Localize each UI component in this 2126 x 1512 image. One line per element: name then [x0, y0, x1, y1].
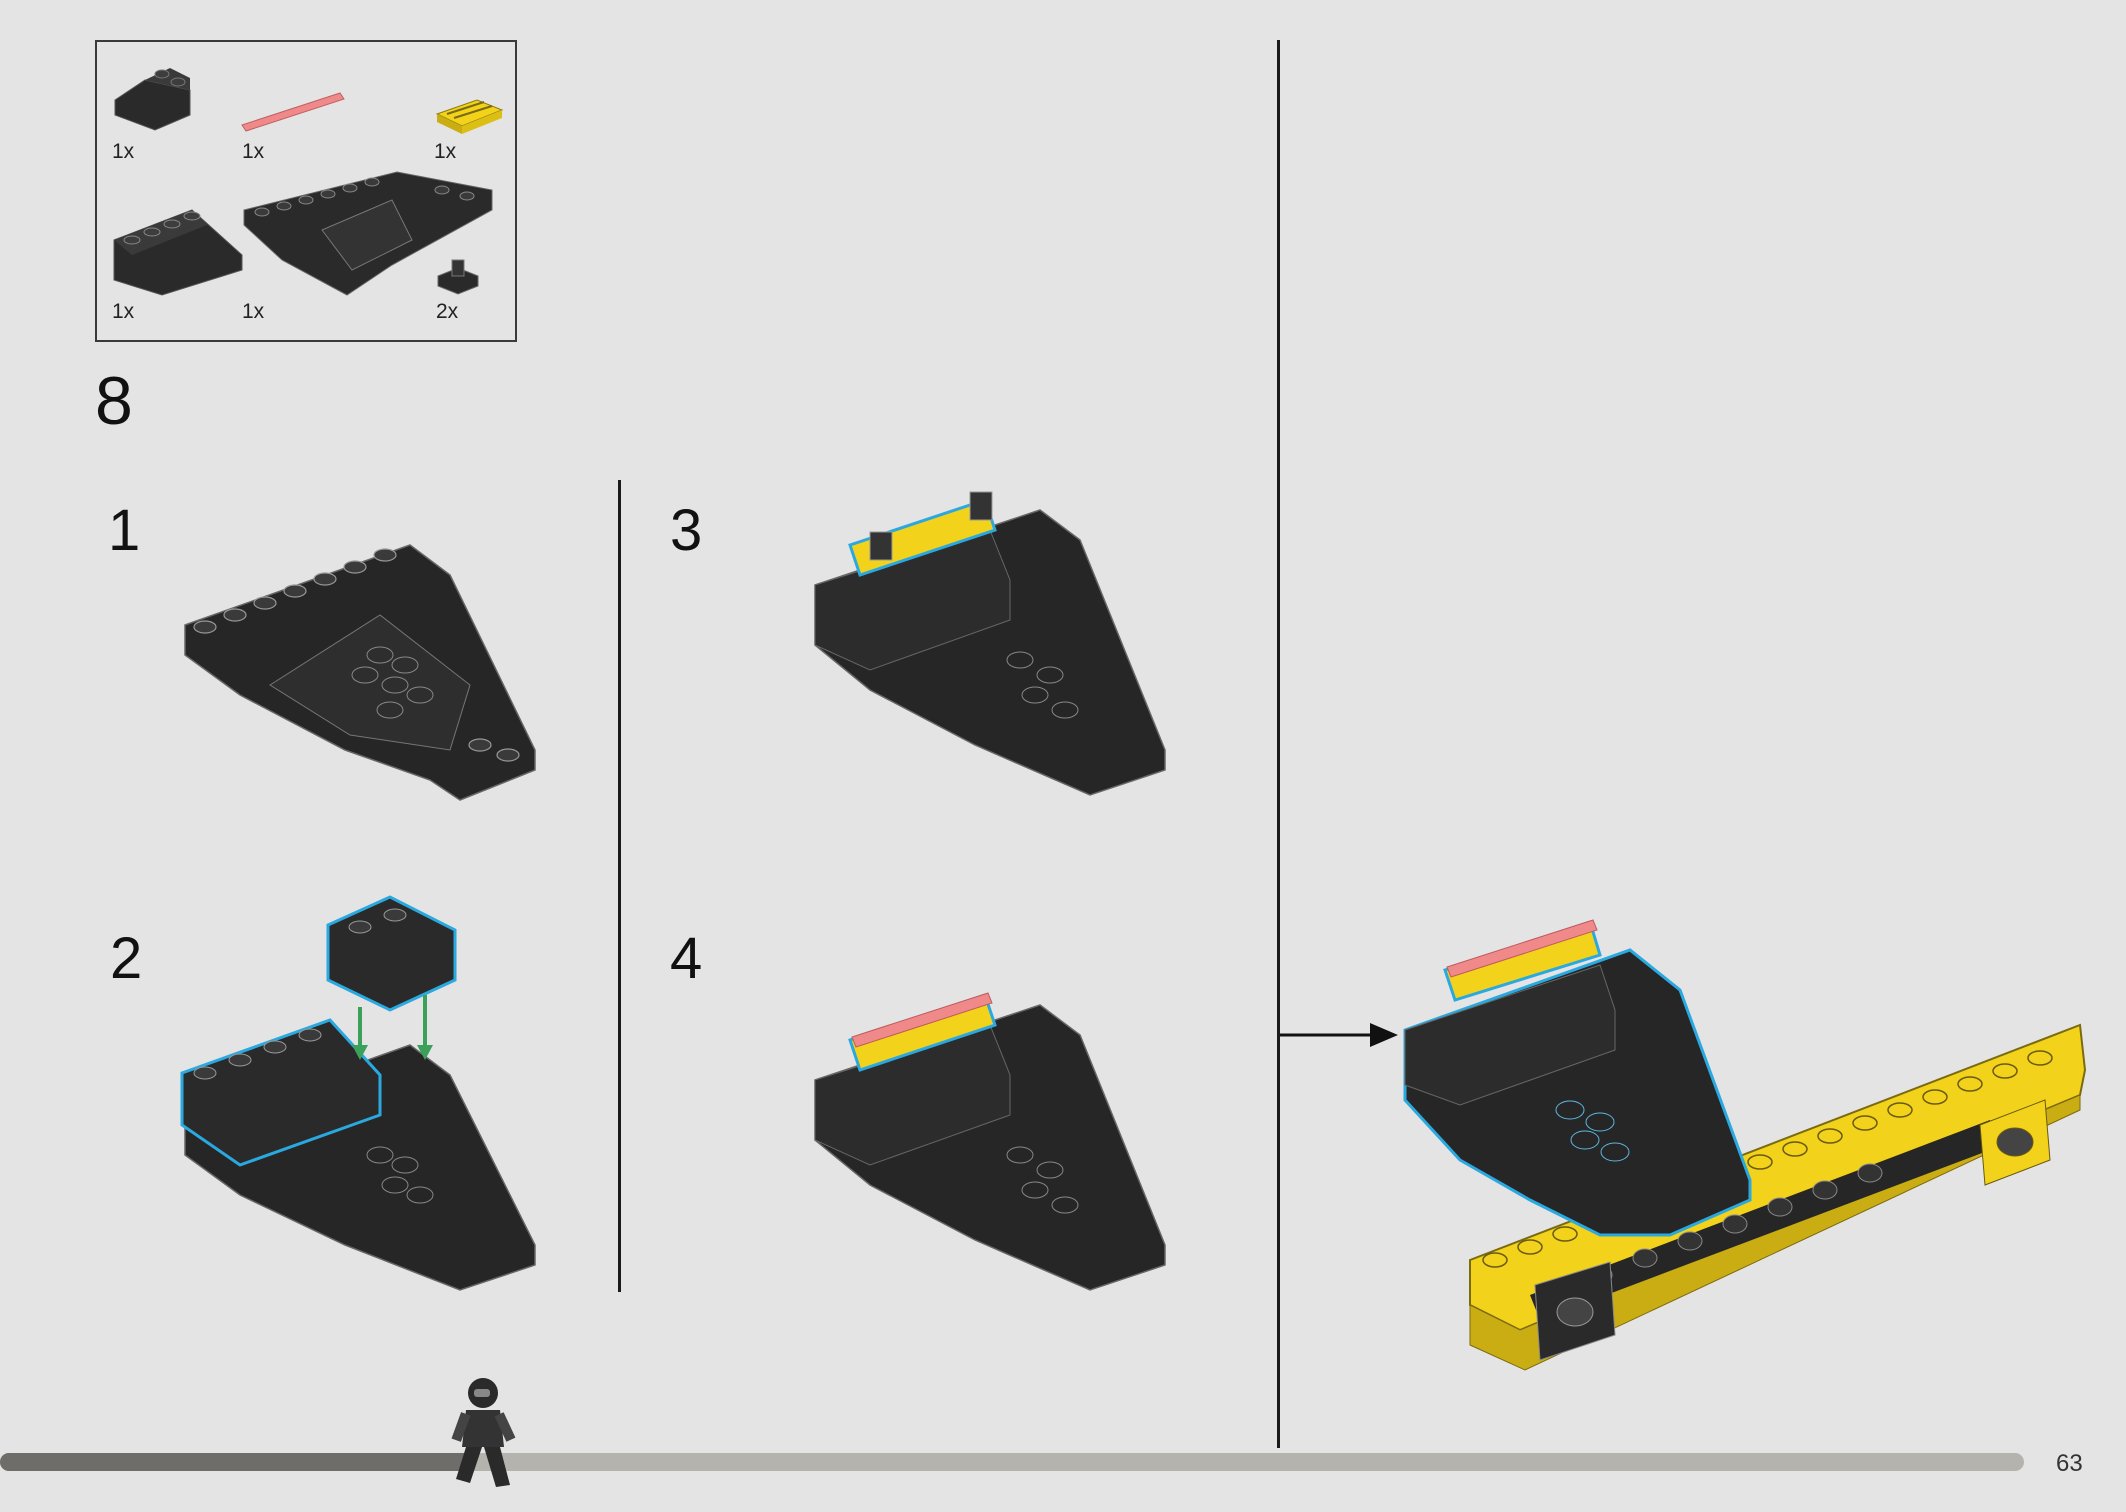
- build-assembly-illustration: [1403, 919, 2087, 1371]
- part-qty: 2x: [436, 300, 459, 323]
- parts-list-box: [95, 40, 517, 342]
- substep-number: 4: [670, 926, 703, 991]
- progress-fill: [0, 1453, 466, 1471]
- progress-track: [0, 1453, 2024, 1471]
- build-substep-2-illustration: [180, 895, 536, 1291]
- part-qty: 1x: [112, 140, 135, 163]
- substep-number: 2: [110, 926, 143, 991]
- arrow-right-icon: [1280, 1023, 1398, 1047]
- part-slope-2x4-icon: [113, 209, 243, 296]
- substep-number: 3: [670, 498, 703, 563]
- part-slope-2x2-icon: [114, 68, 191, 131]
- part-qty: 1x: [112, 300, 135, 323]
- part-qty: 1x: [242, 300, 265, 323]
- page-number: 63: [2056, 1450, 2083, 1477]
- substep-number: 1: [108, 498, 141, 563]
- substep-divider: [618, 480, 621, 1292]
- part-clip-icon: [437, 259, 479, 295]
- part-qty: 1x: [434, 140, 457, 163]
- part-tile-yellow-icon: [435, 99, 504, 134]
- minifig-runner-icon: [451, 1378, 516, 1487]
- part-qty: 1x: [242, 140, 265, 163]
- build-substep-4-illustration: [814, 992, 1166, 1291]
- part-bar-pink-icon: [241, 92, 345, 132]
- part-wedge-plate-icon: [243, 171, 493, 296]
- step-number: 8: [95, 363, 133, 439]
- build-substep-3-illustration: [814, 491, 1166, 796]
- build-substep-1-illustration: [184, 544, 536, 801]
- page-divider: [1277, 40, 1280, 1448]
